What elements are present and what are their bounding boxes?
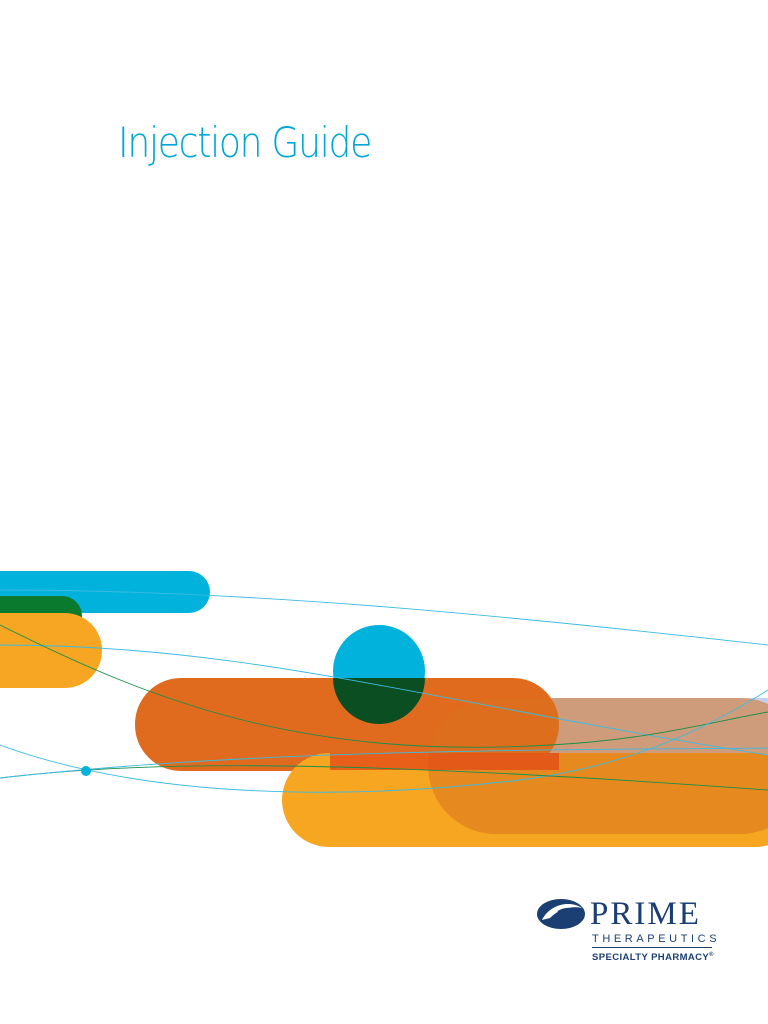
curve-line-1 [0, 589, 768, 646]
curve-line-4 [0, 689, 768, 793]
logo-trademark: ® [709, 952, 714, 958]
logo-divider [592, 947, 712, 948]
curve-line-2 [0, 644, 768, 756]
logo-tagline: SPECIALTY PHARMACY [592, 952, 710, 964]
curve-dot [81, 766, 91, 776]
logo-subtitle: THERAPEUTICS [592, 933, 721, 945]
cover-title: Injection Guide [118, 118, 372, 167]
logo-wordmark: PRIME [590, 896, 701, 932]
prime-swoosh-icon [537, 899, 585, 929]
curve-line-6 [0, 747, 768, 779]
curve-line-3 [0, 624, 768, 748]
orange-pill-overlay [428, 698, 768, 834]
overlap-strip [330, 753, 559, 770]
prime-therapeutics-logo: PRIME THERAPEUTICS SPECIALTY PHARMACY® [536, 896, 726, 970]
logo-tagline-row: SPECIALTY PHARMACY® [592, 952, 714, 963]
orange-pill-left [0, 613, 102, 688]
